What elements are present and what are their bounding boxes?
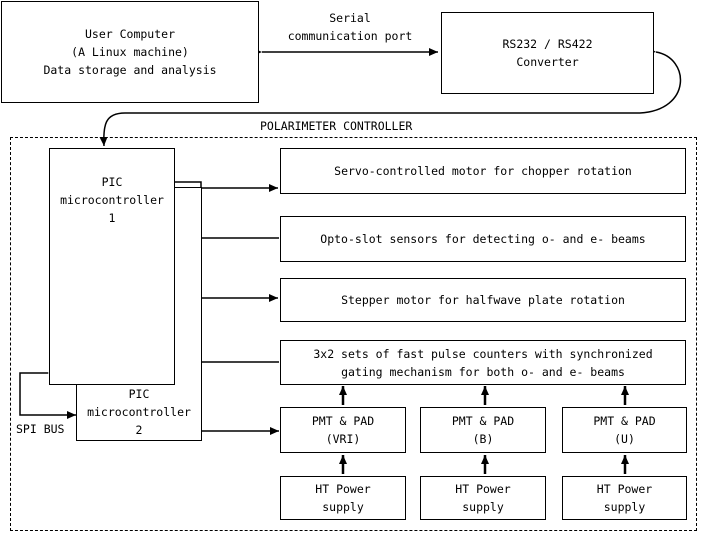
ht-u-line1: HT Power (596, 482, 653, 496)
serial-port-label: Serial communication port (262, 9, 438, 45)
pmt-box-u: PMT & PAD (U) (562, 407, 687, 453)
polarimeter-controller-region (10, 137, 697, 531)
pulse-counters-line1: 3x2 sets of fast pulse counters with syn… (313, 346, 653, 361)
ht-b-line2: supply (462, 500, 504, 514)
pic1-line3: 1 (108, 211, 116, 225)
pic1-box: PIC microcontroller 1 (49, 148, 175, 385)
pmt-u-line2: (U) (614, 432, 635, 446)
ht-u-line2: supply (603, 500, 646, 514)
pulse-counters-line2: gating mechanism for both o- and e- beam… (341, 364, 625, 379)
ht-vri-line2: supply (322, 500, 364, 514)
controller-title: POLARIMETER CONTROLLER (254, 117, 419, 135)
opto-sensors-box: Opto-slot sensors for detecting o- and e… (280, 216, 686, 262)
user-computer-line2: (A Linux machine) (71, 45, 189, 59)
pmt-box-vri: PMT & PAD (VRI) (280, 407, 406, 453)
spi-bus-loop (19, 369, 76, 419)
pmt-box-b: PMT & PAD (B) (420, 407, 546, 453)
user-computer-box: User Computer (A Linux machine) Data sto… (1, 1, 259, 103)
servo-motor-label: Servo-controlled motor for chopper rotat… (334, 164, 632, 178)
converter-to-pic-curve (99, 46, 681, 147)
serial-port-line1: Serial (329, 11, 371, 25)
ht-vri-line1: HT Power (315, 482, 371, 496)
pmt-vri-line1: PMT & PAD (311, 414, 375, 428)
servo-motor-box: Servo-controlled motor for chopper rotat… (280, 148, 686, 194)
pmt-vri-line2: (VRI) (325, 432, 361, 446)
converter-box: RS232 / RS422 Converter (441, 12, 654, 94)
user-computer-line3: Data storage and analysis (43, 63, 217, 77)
pmt-b-line1: PMT & PAD (451, 414, 515, 428)
pic2-line2: microcontroller (87, 405, 191, 419)
user-computer-line1: User Computer (84, 27, 175, 41)
ht-b-line1: HT Power (455, 482, 511, 496)
pmt-u-line1: PMT & PAD (593, 414, 656, 428)
pic2-line1: PIC (128, 387, 150, 401)
spi-bus-label: SPI BUS (16, 422, 65, 436)
converter-line1: RS232 / RS422 (502, 37, 593, 51)
pic2-line3: 2 (135, 423, 143, 437)
ht-power-box-vri: HT Power supply (280, 476, 406, 520)
opto-sensors-label: Opto-slot sensors for detecting o- and e… (320, 232, 646, 246)
pic1-line1: PIC (101, 175, 123, 189)
pmt-b-line2: (B) (472, 432, 494, 446)
pic1-line2: microcontroller (60, 193, 164, 207)
stepper-motor-label: Stepper motor for halfwave plate rotatio… (341, 293, 625, 307)
serial-port-line2: communication port (287, 29, 413, 43)
servo-arrow (174, 181, 278, 192)
stepper-motor-box: Stepper motor for halfwave plate rotatio… (280, 278, 686, 322)
pulse-counters-box: 3x2 sets of fast pulse counters with syn… (280, 340, 686, 385)
converter-line2: Converter (516, 55, 579, 69)
ht-power-box-b: HT Power supply (420, 476, 546, 520)
ht-power-box-u: HT Power supply (562, 476, 687, 520)
